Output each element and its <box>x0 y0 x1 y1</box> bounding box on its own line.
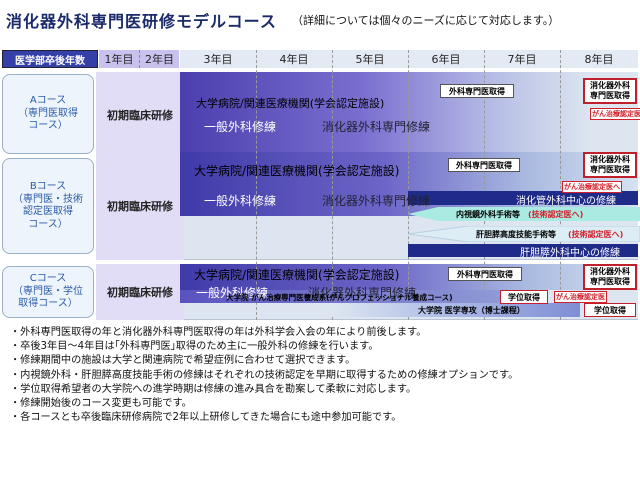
course-b-endoscopic-arrow <box>408 207 640 221</box>
course-b-label: Bコース （専門医・技術 認定医取得 コース） <box>2 158 94 254</box>
year-divider <box>332 50 333 320</box>
header-main: 医学部卒後年数 <box>2 50 98 68</box>
course-a-cancer-note: がん治療認定医へ <box>590 108 640 120</box>
course-c-cancer-note: がん治療認定医 <box>554 291 607 303</box>
course-a-surgery-cert: 外科専門医取得 <box>440 84 514 98</box>
course-c-digestive: 消化器外科専門修練 <box>308 286 417 300</box>
course-b-hbp-center: 肝胆膵外科中心の修練 <box>520 248 620 259</box>
course-b-digestive-center-bar <box>408 191 638 205</box>
note-item: ・各コースとも卒後臨床研修病院で2年以上研修してきた場合にも途中参加可能です。 <box>10 412 402 424</box>
course-c-general: 一般外科修練 <box>196 286 269 300</box>
course-a-gradient <box>180 72 638 158</box>
header-year-4: 4年目 <box>279 53 309 66</box>
header-year-7: 7年目 <box>507 53 537 66</box>
course-c-facility: 大学病院/関連医療機関(学会認定施設) <box>194 268 400 282</box>
note-item: ・内視鏡外科・肝胆膵高度技能手術の修練はそれぞれの技術認定を早期に取得するための… <box>10 369 519 381</box>
note-item: ・修練期間中の施設は大学と関連病院で希望症例に合わせて選択できます。 <box>10 355 356 367</box>
course-c-phd-program: 大学院 医学専攻（博士課程） <box>418 306 525 315</box>
course-b-rinsho: 初期臨床研修 <box>96 152 184 260</box>
course-c-degree-1: 学位取得 <box>500 290 548 304</box>
header-years-band <box>180 50 638 68</box>
year-divider <box>408 50 409 320</box>
course-b-endoscopic: 内視鏡外科手術等 <box>456 210 520 219</box>
course-b-hbp-arrow <box>408 226 640 242</box>
course-b-facility: 大学病院/関連医療機関(学会認定施設) <box>194 164 400 178</box>
note-item: ・卒後3年目～4年目は｢外科専門医｣取得のため主に一般外科の修練を行います。 <box>10 341 379 353</box>
course-c-surgery-cert: 外科専門医取得 <box>448 267 522 281</box>
header-year-5: 5年目 <box>355 53 385 66</box>
course-c-label: Cコース （専門医・学位 取得コース） <box>2 266 94 318</box>
course-b-surgery-cert: 外科専門医取得 <box>448 158 520 172</box>
course-c-cancer-program: 大学院 がん治療専門医養成系(がんプロフェッショナル養成コース) <box>226 293 453 302</box>
course-a-digestive-cert: 消化器外科 専門医取得 <box>583 78 637 104</box>
course-b-endoscopic-note: (技術認定医へ) <box>528 210 584 219</box>
header-year-2: 2年目 <box>139 50 179 68</box>
course-a-label: Aコース （専門医取得 コース） <box>2 74 94 154</box>
course-c-rinsho: 初期臨床研修 <box>96 264 184 320</box>
year-divider <box>484 50 485 320</box>
header-year-3: 3年目 <box>203 53 233 66</box>
course-a-digestive: 消化器外科専門修練 <box>322 120 431 134</box>
course-b-digestive: 消化器外科専門修練 <box>322 194 431 208</box>
page-title: 消化器外科専門医研修モデルコース <box>6 12 277 31</box>
course-c-degree-2: 学位取得 <box>584 303 636 317</box>
course-a-rinsho: 初期臨床研修 <box>96 72 184 158</box>
header-year-6: 6年目 <box>431 53 461 66</box>
course-b-cancer-note: がん治療認定医へ <box>562 181 622 193</box>
header-year-8: 8年目 <box>584 53 614 66</box>
course-b-hbp-note: (技術認定医へ) <box>568 230 624 239</box>
course-a-general: 一般外科修練 <box>204 120 277 134</box>
course-b-hbp-advanced: 肝胆膵高度技能手術等 <box>476 230 556 239</box>
notes-list: ・外科専門医取得の年と消化器外科専門医取得の年は外科学会入会の年により前後します… <box>10 326 518 425</box>
note-item: ・学位取得希望者の大学院への進学時期は修練の進み具合を勘案して柔軟に対応します。 <box>10 383 417 395</box>
course-b-digestive-cert: 消化器外科 専門医取得 <box>583 152 637 178</box>
year-divider <box>256 50 257 320</box>
course-c-cancer-program-bar <box>180 290 500 303</box>
course-b-hbp-center-bar <box>408 244 638 257</box>
header-year-1: 1年目 <box>99 50 139 68</box>
course-a-facility: 大学病院/関連医療機関(学会認定施設) <box>196 97 385 110</box>
course-c-digestive-cert: 消化器外科 専門医取得 <box>583 264 637 290</box>
note-item: ・修練開始後のコース変更も可能です。 <box>10 398 192 410</box>
page-subtitle: （詳細については個々のニーズに応じて対応します。） <box>292 14 560 27</box>
year-divider <box>560 50 561 320</box>
course-b-general: 一般外科修練 <box>204 194 277 208</box>
note-item: ・外科専門医取得の年と消化器外科専門医取得の年は外科学会入会の年により前後します… <box>10 327 427 338</box>
course-b-digestive-center: 消化管外科中心の修練 <box>516 196 616 207</box>
course-c-phd-bar <box>332 303 580 317</box>
